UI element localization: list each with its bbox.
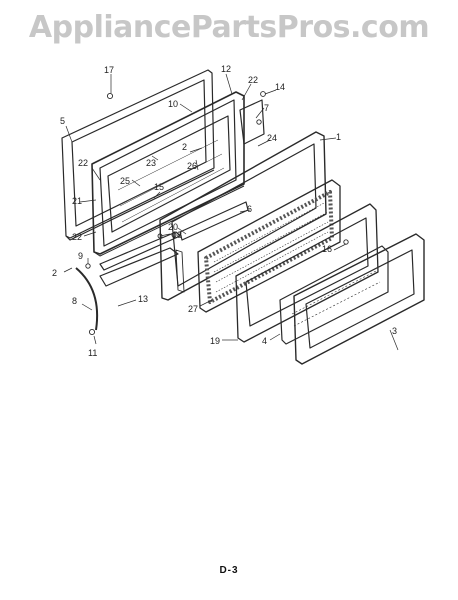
window-bracket xyxy=(175,201,249,293)
callout-15: 15 xyxy=(154,182,164,192)
door-outer-panel xyxy=(61,69,215,241)
callout-24: 24 xyxy=(267,133,277,143)
watermark: AppliancePartsPros.com xyxy=(28,10,430,45)
outer-glass-trim xyxy=(293,233,425,365)
callout-23: 23 xyxy=(146,158,156,168)
callout-27: 27 xyxy=(188,304,198,314)
callout-8: 8 xyxy=(72,296,77,306)
leader-lines xyxy=(63,73,399,351)
callout-12: 12 xyxy=(221,64,231,74)
callout-10: 10 xyxy=(168,99,178,109)
callout-4: 4 xyxy=(262,336,267,346)
callout-6: 6 xyxy=(247,204,252,214)
callout-26: 26 xyxy=(187,161,197,171)
callout-18: 18 xyxy=(172,230,182,240)
page-label: D-3 xyxy=(219,565,239,576)
callout-16: 16 xyxy=(322,244,332,254)
callout-2b: 2 xyxy=(52,268,57,278)
door-frame-1 xyxy=(159,131,327,301)
callout-1: 1 xyxy=(336,132,341,142)
strap-bracket xyxy=(99,247,179,287)
window-frame xyxy=(235,203,379,343)
hinge-arm xyxy=(75,267,99,331)
callout-20: 20 xyxy=(168,222,178,232)
callout-2: 2 xyxy=(182,142,187,152)
callout-14: 14 xyxy=(275,82,285,92)
callout-3: 3 xyxy=(392,326,397,336)
callout-17: 17 xyxy=(104,65,114,75)
callout-25: 25 xyxy=(120,176,130,186)
handle-bracket xyxy=(239,99,265,145)
perforated-screen xyxy=(197,179,341,313)
callout-5: 5 xyxy=(60,116,65,126)
callout-22c: 22 xyxy=(72,232,82,242)
callout-9: 9 xyxy=(78,251,83,261)
callout-7: 7 xyxy=(264,103,269,113)
callout-22b: 22 xyxy=(78,158,88,168)
hinge-bracket xyxy=(99,231,181,271)
callout-21: 21 xyxy=(72,196,82,206)
part-callouts: 17 12 22 14 10 5 7 2 24 1 23 26 22 25 15… xyxy=(52,64,397,358)
callout-19: 19 xyxy=(210,336,220,346)
callout-22: 22 xyxy=(248,75,258,85)
callout-11: 11 xyxy=(88,348,97,358)
callout-13: 13 xyxy=(138,294,148,304)
